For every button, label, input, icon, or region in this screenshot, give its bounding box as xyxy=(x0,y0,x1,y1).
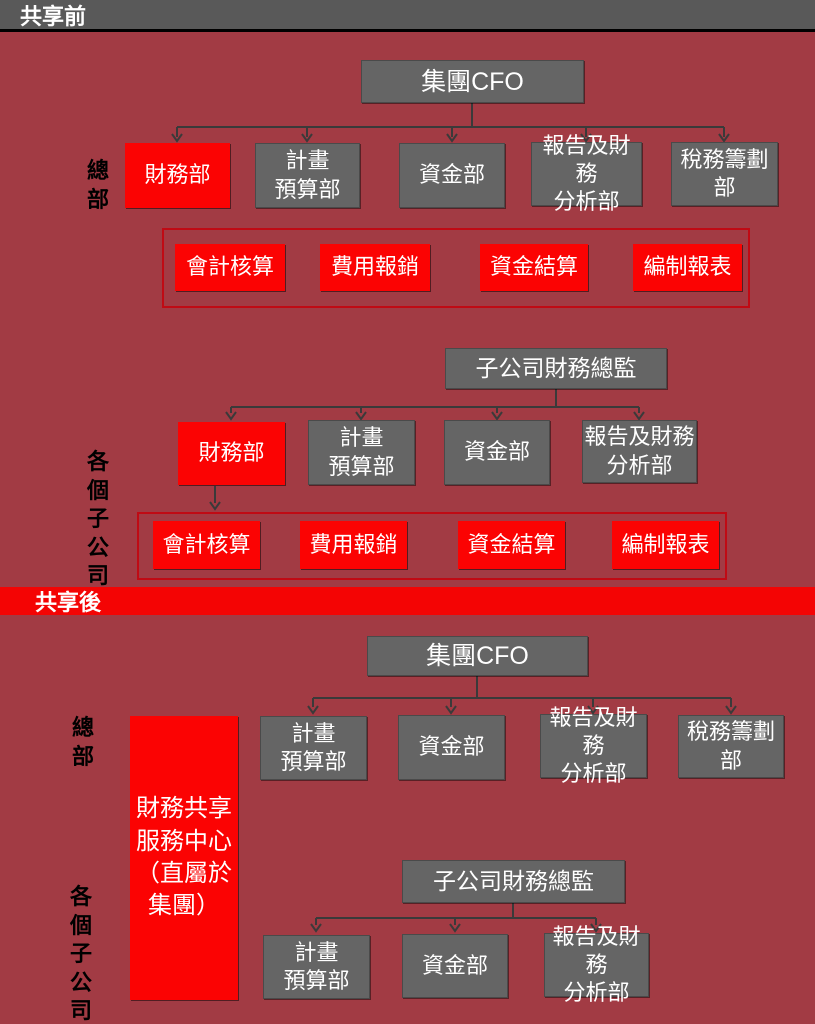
dept-box-plan-budget-after-hq: 計畫 預算部 xyxy=(260,716,367,780)
dept-box-plan-budget-before-sub: 計畫 預算部 xyxy=(308,420,415,485)
arrowheads-after-hq xyxy=(307,705,737,715)
dept-box-plan-budget-before-hq: 計畫 預算部 xyxy=(255,143,360,208)
root-box-subsidiary-cfo-before: 子公司財務總監 xyxy=(445,348,667,389)
fn-box-reports-before-sub: 編制報表 xyxy=(612,521,719,569)
dept-box-reporting-analysis-after-sub: 報告及財務 分析部 xyxy=(544,924,649,1005)
fn-box-settlement-before-hq: 資金結算 xyxy=(480,244,588,291)
dept-box-treasury-after-sub: 資金部 xyxy=(402,934,508,998)
functions-frame-before-hq xyxy=(162,228,750,308)
dept-box-treasury-before-sub: 資金部 xyxy=(444,420,550,485)
banner-before-sharing: 共享前 xyxy=(0,0,815,29)
connector-after-hq-trunk xyxy=(313,676,731,699)
arrowheads-before-sub xyxy=(225,411,645,421)
fn-box-expense-before-sub: 費用報銷 xyxy=(300,521,407,569)
root-box-subsidiary-cfo-after: 子公司財務總監 xyxy=(402,860,625,903)
connector-before-sub-drops xyxy=(230,407,640,413)
fn-box-accounting-before-hq: 會計核算 xyxy=(175,244,285,291)
fn-box-accounting-before-sub: 會計核算 xyxy=(153,521,260,569)
root-box-group-cfo-after: 集團CFO xyxy=(367,636,588,676)
dept-box-tax-planning-after-hq: 稅務籌劃部 xyxy=(678,715,784,778)
dept-box-reporting-analysis-before-sub: 報告及財務 分析部 xyxy=(582,420,697,483)
connector-before-hq-trunk xyxy=(177,103,724,128)
side-label-before-hq: 總部 xyxy=(86,158,109,212)
dept-box-finance-before-sub: 財務部 xyxy=(178,422,285,485)
dept-box-plan-budget-after-sub: 計畫 預算部 xyxy=(263,935,370,999)
fn-box-reports-before-hq: 編制報表 xyxy=(633,244,742,291)
dept-box-reporting-analysis-after-hq: 報告及財務 分析部 xyxy=(540,705,647,786)
functions-frame-before-sub xyxy=(137,512,727,580)
divider-line xyxy=(0,29,815,32)
connector-after-hq-drops xyxy=(312,698,732,707)
side-label-before-subsidiaries: 各個子公司 xyxy=(86,449,109,589)
shared-service-center-box: 財務共享 服務中心 （直屬於 集團） xyxy=(130,716,238,1000)
dept-box-treasury-after-hq: 資金部 xyxy=(398,715,505,780)
dept-box-tax-planning-before-hq: 稅務籌劃部 xyxy=(671,142,778,206)
side-label-after-hq: 總部 xyxy=(71,715,94,769)
fn-box-expense-before-hq: 費用報銷 xyxy=(320,244,430,291)
fn-box-settlement-before-sub: 資金結算 xyxy=(458,521,565,569)
side-label-after-subsidiaries: 各個子公司 xyxy=(69,884,92,1024)
dept-box-treasury-before-hq: 資金部 xyxy=(399,143,505,208)
banner-after-sharing: 共享後 xyxy=(0,587,815,615)
connector-after-sub-trunk xyxy=(316,903,596,919)
connector-before-sub-trunk xyxy=(231,389,639,408)
root-box-group-cfo-before: 集團CFO xyxy=(361,60,584,103)
dept-box-reporting-analysis-before-hq: 報告及財務 分析部 xyxy=(531,133,642,214)
arrowheads-before-hq xyxy=(171,133,730,143)
arrowhead-finance-to-functions xyxy=(209,501,221,511)
dept-box-finance-before-hq: 財務部 xyxy=(125,143,230,208)
connector-before-hq-drops xyxy=(176,127,725,137)
